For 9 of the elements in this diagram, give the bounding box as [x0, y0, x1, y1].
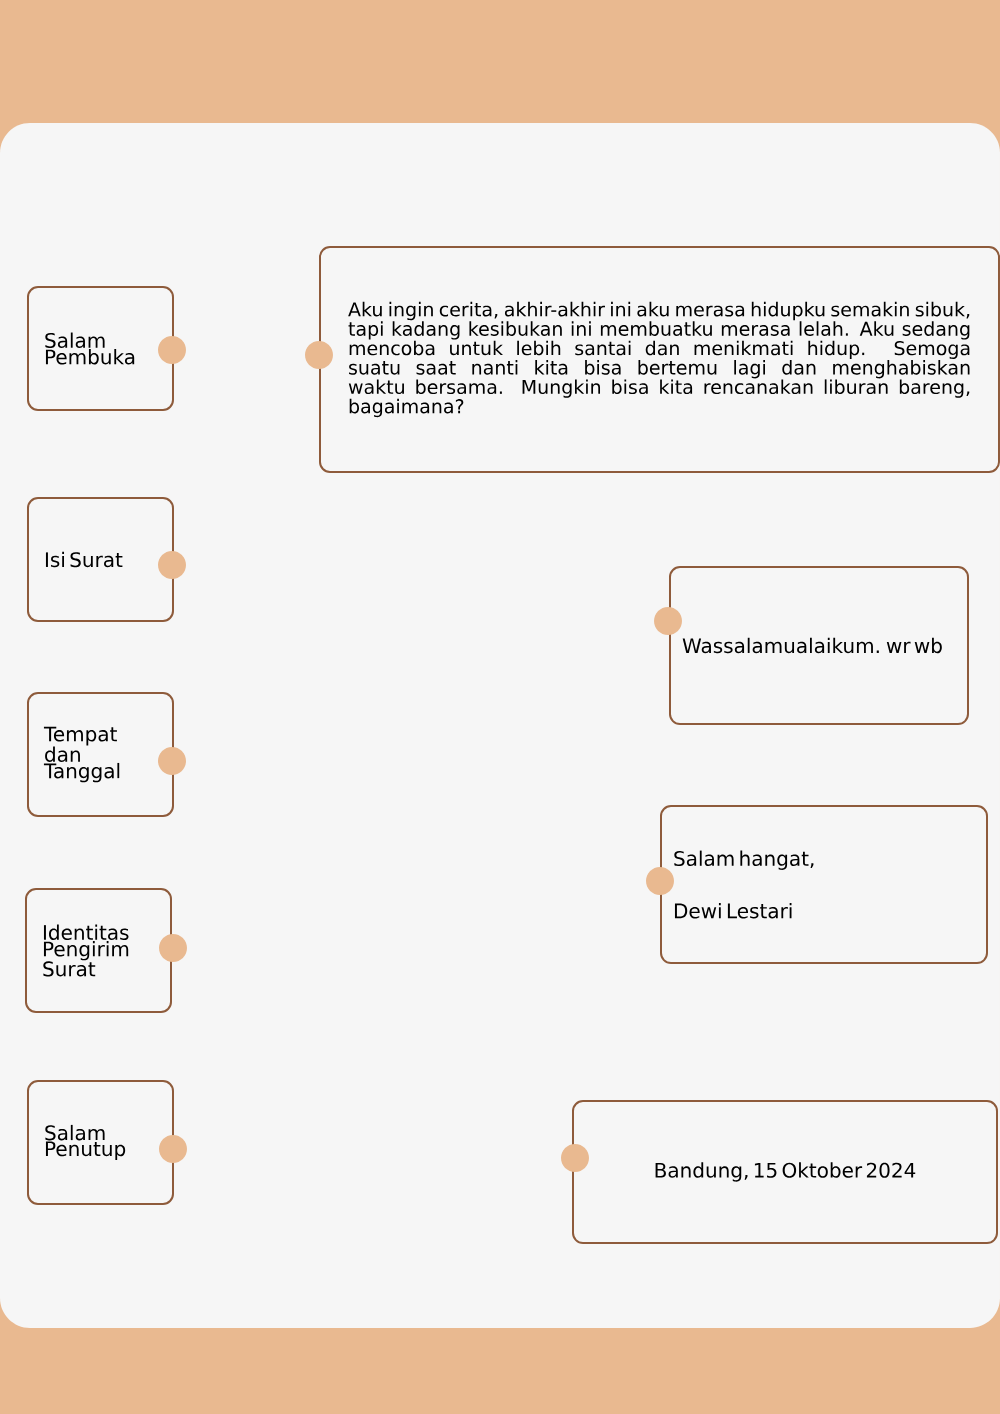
label-box: Isi Surat [27, 497, 174, 622]
text-box: Salam hangat, Dewi Lestari [660, 805, 988, 964]
label-box: Salam Penutup [27, 1080, 174, 1205]
text-box: Wassalamualaikum. wr wb [669, 566, 969, 725]
label-box: Identitas Pengirim Surat [25, 888, 172, 1013]
text-box: Aku ingin cerita, akhir-akhir ini aku merasa hidupku semakin sibuk, tapi kadang kesibukan ini membuatku merasa lelah. Aku sedang mencoba untuk lebih santai dan menikmati hidup. Semoga suatu saat nanti kita bisa bertemu lagi dan menghabiskan waktu bersama. Mungkin bisa kita rencanakan liburan bareng, bagaimana? [319, 246, 1000, 473]
text-box: Bandung, 15 Oktober 2024 [572, 1100, 998, 1244]
label-box: Salam Pembuka [27, 286, 174, 411]
label-box: Tempat dan Tanggal [27, 692, 174, 817]
